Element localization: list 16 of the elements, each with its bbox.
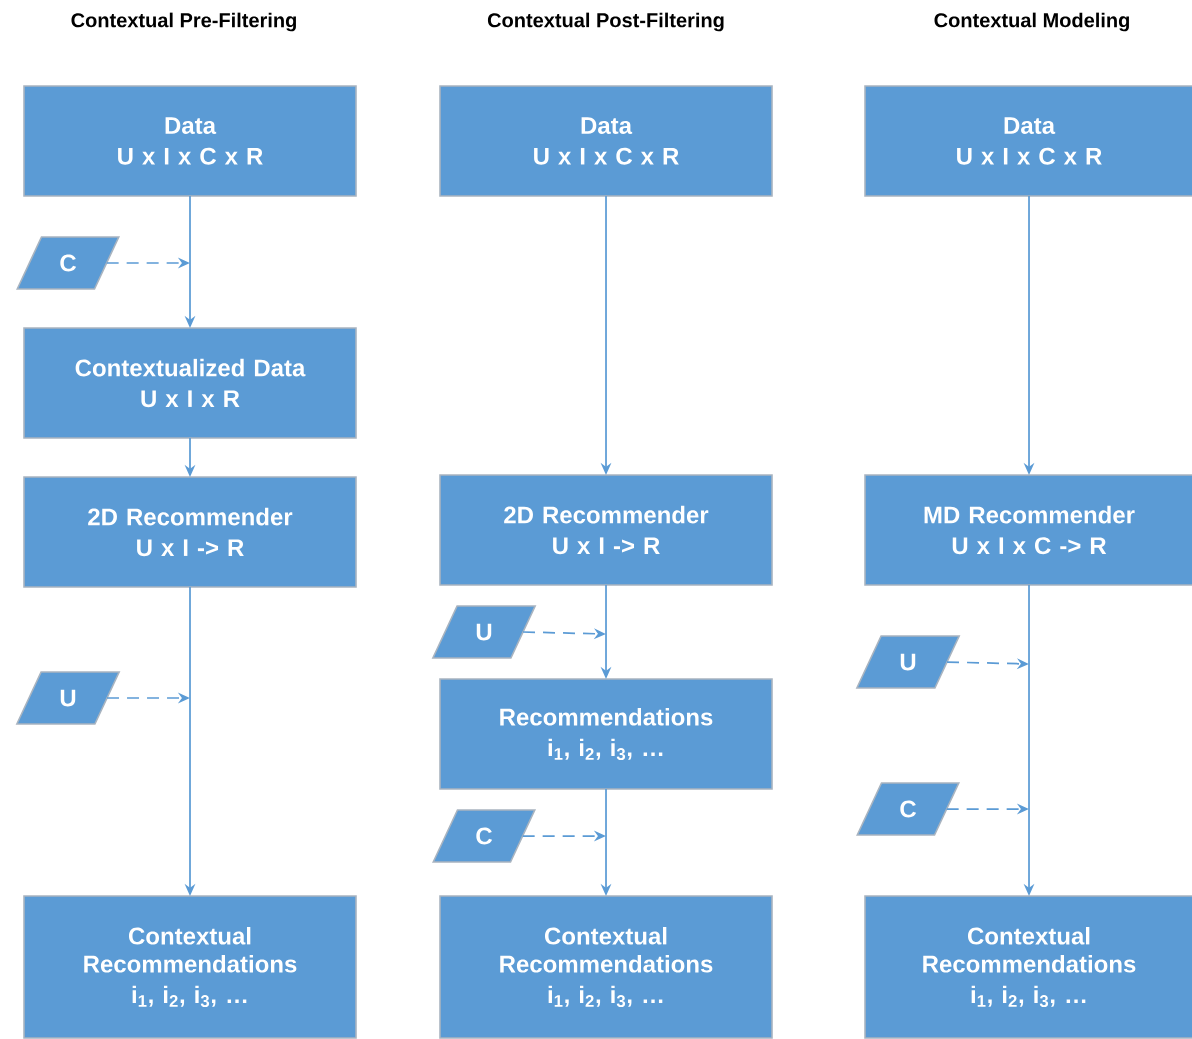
column-heading: Contextual Pre-Filtering (71, 12, 296, 32)
process-box: Contextual Recommendations i$_{1}$, i$_{2}$, i$_{3}$, … (23, 895, 357, 1039)
process-box: MD Recommender U x I x C -> R (864, 474, 1192, 586)
input-parallelogram: C (856, 782, 961, 836)
input-parallelogram: C (432, 809, 537, 863)
process-box: Recommendations i$_{1}$, i$_{2}$, i$_{3}$, … (439, 678, 773, 790)
process-box: Data U x I x C x R (864, 85, 1192, 197)
process-box: Data U x I x C x R (23, 85, 357, 197)
column-heading: Contextual Modeling (934, 12, 1129, 32)
process-box: 2D Recommender U x I -> R (23, 476, 357, 588)
process-box: Contextual Recommendations i$_{1}$, i$_{2}$, i$_{3}$, … (864, 895, 1192, 1039)
process-box: 2D Recommender U x I -> R (439, 474, 773, 586)
process-box: Contextualized Data U x I x R (23, 327, 357, 439)
process-box: Contextual Recommendations i$_{1}$, i$_{2}$, i$_{3}$, … (439, 895, 773, 1039)
process-box: Data U x I x C x R (439, 85, 773, 197)
column-heading: Contextual Post-Filtering (487, 12, 724, 32)
